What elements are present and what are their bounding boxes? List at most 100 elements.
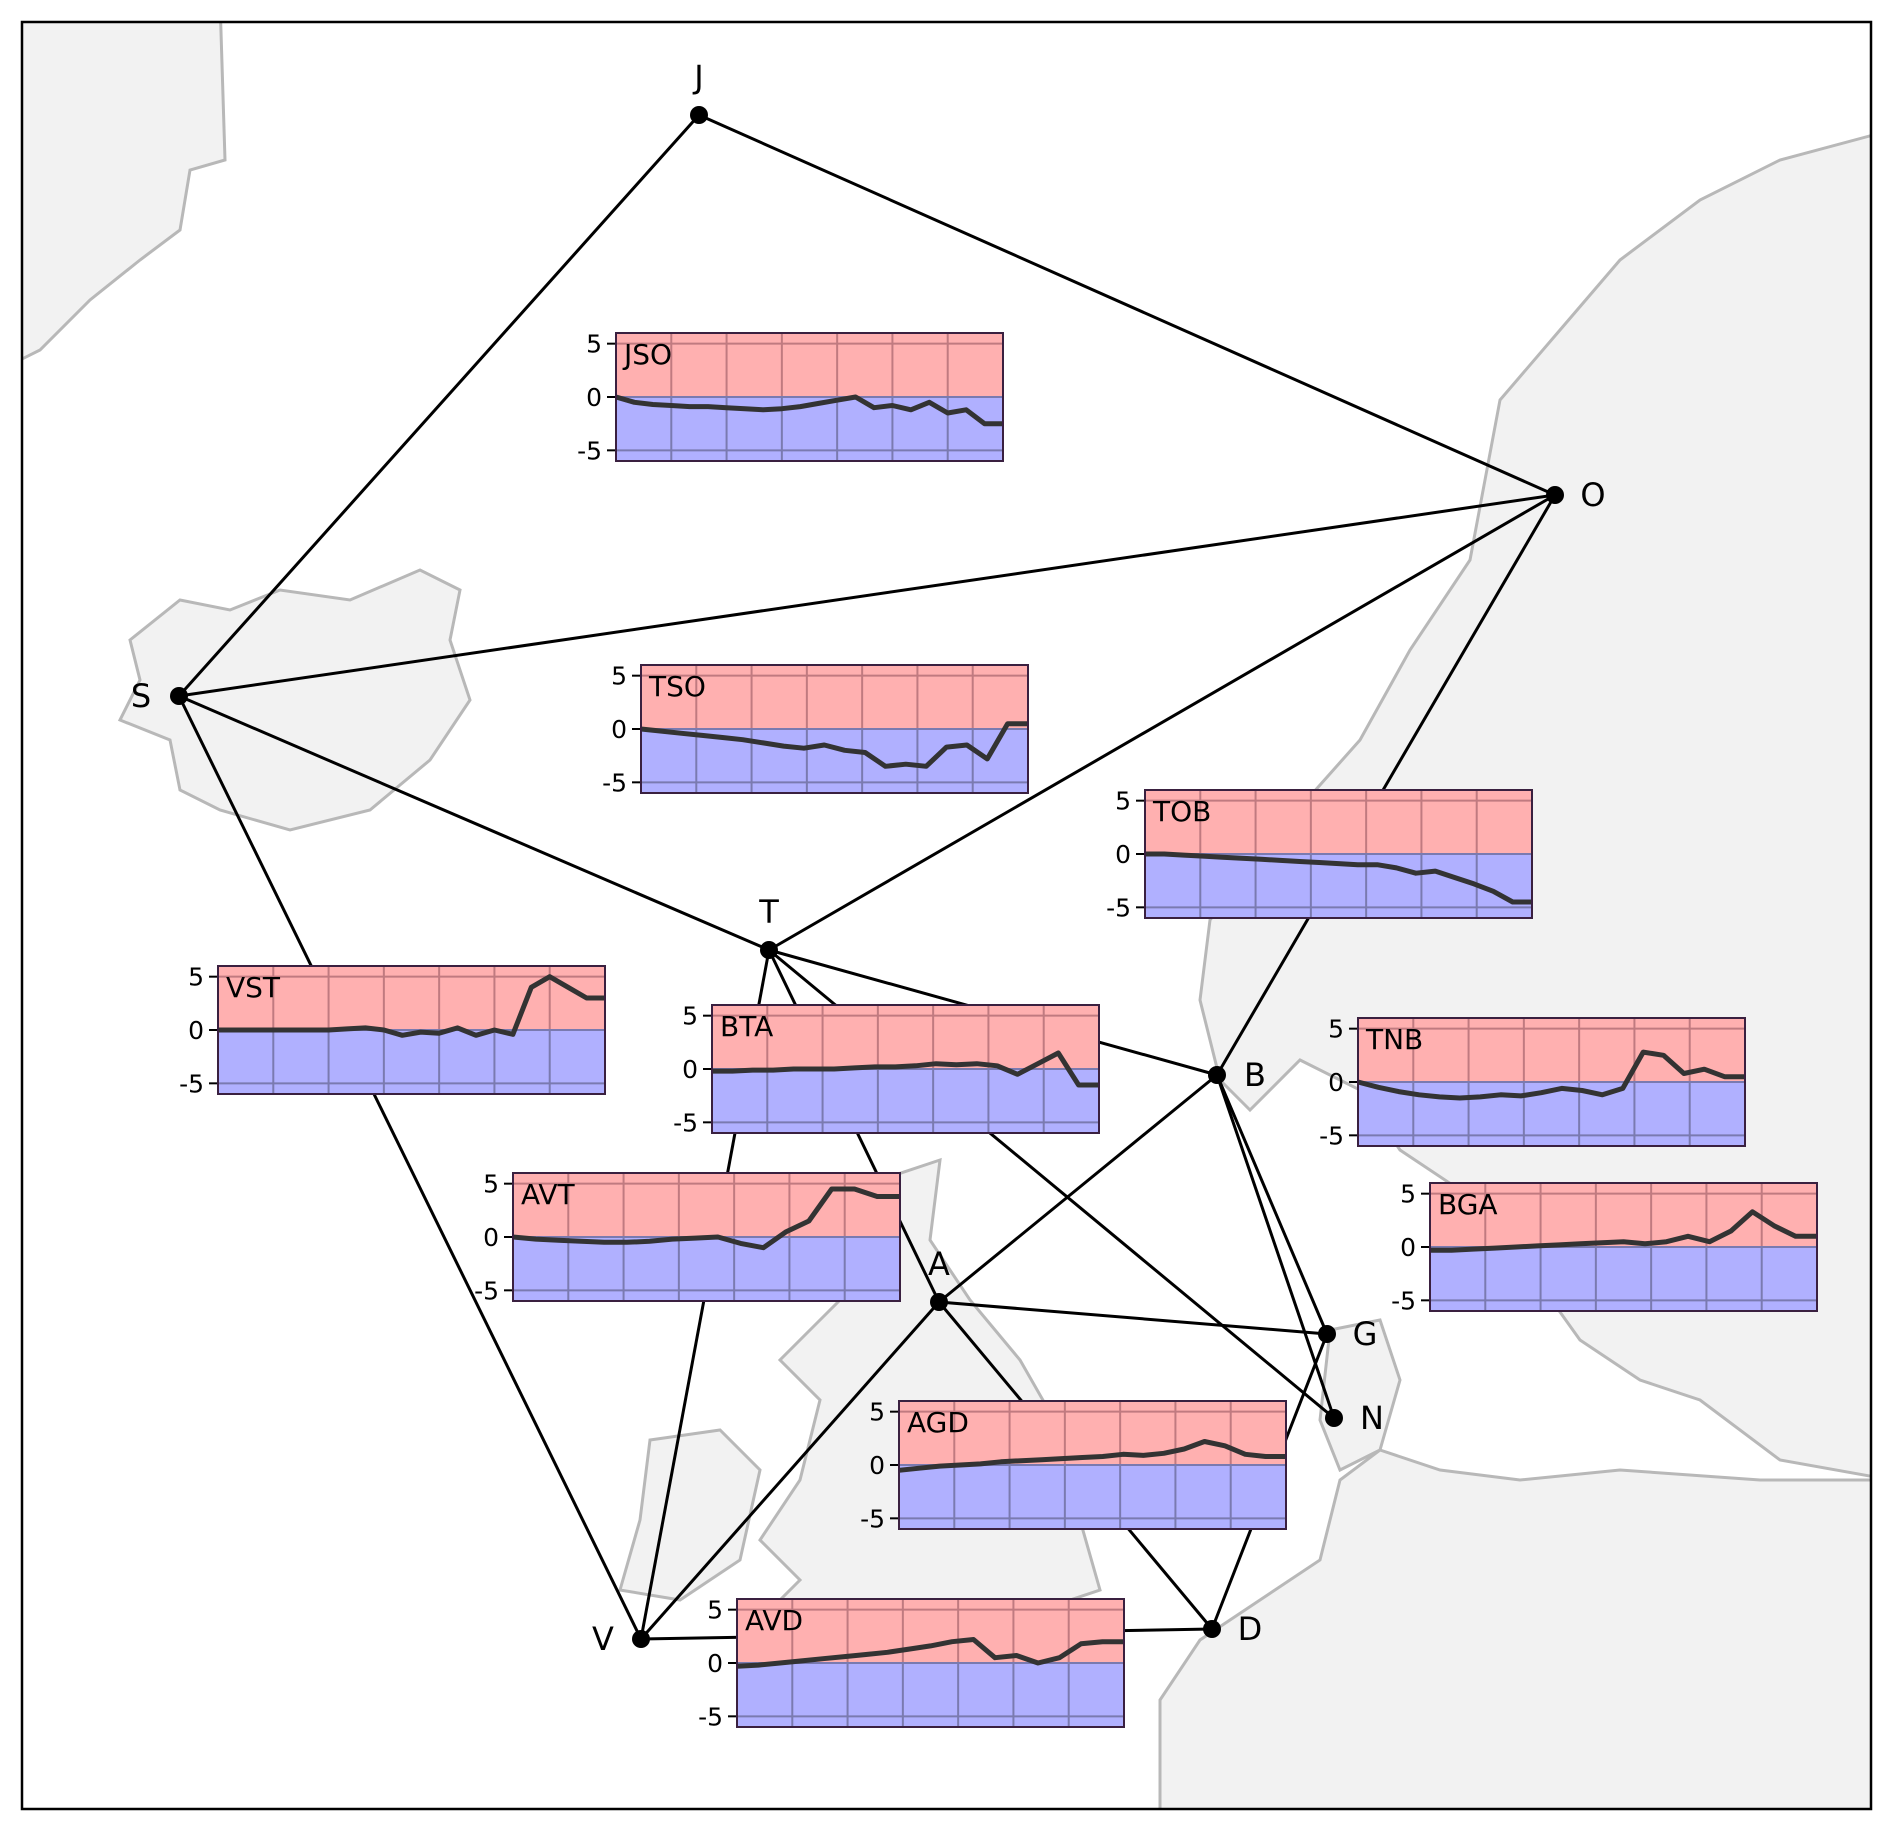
series-line-TOB	[1145, 851, 1532, 905]
inset-frame	[217, 965, 606, 1095]
node-N	[1325, 1409, 1343, 1427]
node-label-D: D	[1238, 1610, 1263, 1648]
node-label-S: S	[131, 677, 151, 715]
inset-frame	[640, 664, 1029, 794]
node-label-G: G	[1353, 1315, 1378, 1353]
inset-label: TNB	[1365, 1023, 1423, 1056]
inset-frame	[736, 1598, 1125, 1728]
y-tick-label: 5	[188, 963, 204, 992]
node-B	[1208, 1066, 1226, 1084]
inset-label: AVD	[745, 1604, 803, 1637]
edge-B-A	[938, 1073, 1218, 1304]
inset-TNB: 5 0 -5 TNB	[1319, 1015, 1746, 1150]
y-tick-label: -5	[474, 1276, 499, 1305]
edge-S-V	[177, 695, 643, 1640]
inset-BGA: 5 0 -5 BGA	[1391, 1180, 1818, 1315]
series-line-AVT	[512, 1186, 900, 1251]
inset-frame	[711, 1004, 1100, 1134]
node-A	[930, 1293, 948, 1311]
y-tick-label: 5	[1400, 1180, 1416, 1209]
y-tick-label: 0	[611, 715, 627, 744]
node-S	[170, 687, 188, 705]
negative-region	[641, 729, 1028, 793]
y-tick-label: -5	[1319, 1121, 1344, 1150]
negative-region	[737, 1663, 1124, 1727]
y-tick-label: 5	[1115, 787, 1131, 816]
y-tick-label: -5	[179, 1069, 204, 1098]
inset-AVT: 5 0 -5 AVT	[474, 1170, 901, 1305]
y-tick-label: 5	[707, 1596, 723, 1625]
edge-B-N	[1215, 1074, 1336, 1419]
series-line-TNB	[1357, 1049, 1745, 1101]
y-tick-label: -5	[1106, 893, 1131, 922]
inset-frame	[512, 1172, 901, 1302]
inset-frame	[1144, 789, 1533, 919]
node-T	[760, 941, 778, 959]
ireland-land	[618, 1428, 762, 1602]
inset-label: TOB	[1152, 795, 1211, 828]
inset-frame	[898, 1400, 1287, 1530]
y-tick-label: 0	[1328, 1068, 1344, 1097]
edge-A-V	[639, 1301, 941, 1640]
inset-label: AGD	[907, 1406, 969, 1439]
y-tick-label: -5	[1391, 1286, 1416, 1315]
inset-label: BGA	[1438, 1188, 1498, 1221]
y-tick-label: 0	[586, 383, 602, 412]
y-tick-label: 5	[869, 1398, 885, 1427]
y-tick-label: 0	[188, 1016, 204, 1045]
inset-label: JSO	[622, 338, 672, 371]
inset-TOB: 5 0 -5 TOB	[1106, 787, 1533, 922]
negative-region	[712, 1069, 1099, 1133]
inset-label: AVT	[521, 1178, 576, 1211]
positive-region	[616, 333, 1003, 397]
y-tick-label: 0	[1115, 840, 1131, 869]
y-tick-label: 0	[1400, 1233, 1416, 1262]
y-tick-label: 5	[611, 662, 627, 691]
y-tick-label: 0	[869, 1451, 885, 1480]
y-tick-label: -5	[698, 1702, 723, 1731]
edge-A-G	[938, 1300, 1328, 1336]
edge-S-O	[178, 493, 1556, 698]
series-line-AVD	[736, 1637, 1124, 1669]
node-J	[690, 106, 708, 124]
negative-region	[1430, 1247, 1817, 1311]
y-tick-label: -5	[577, 436, 602, 465]
series-line-AGD	[898, 1439, 1286, 1473]
inset-AVD: 5 0 -5 AVD	[698, 1596, 1125, 1731]
edge-S-T	[178, 694, 770, 952]
series-line-TSO	[640, 721, 1028, 769]
y-tick-label: 5	[483, 1170, 499, 1199]
y-tick-label: 0	[707, 1649, 723, 1678]
y-tick-label: 0	[682, 1055, 698, 1084]
negative-region	[513, 1237, 900, 1301]
inset-frame	[1357, 1017, 1746, 1147]
negative-region	[899, 1465, 1286, 1529]
edge-J-S	[177, 113, 701, 698]
node-D	[1203, 1620, 1221, 1638]
greenland-land	[22, 22, 227, 361]
edge-T-O	[768, 493, 1556, 952]
y-tick-label: -5	[673, 1108, 698, 1137]
map-frame	[20, 20, 1873, 1811]
edge-J-O	[698, 113, 1556, 497]
y-tick-label: 5	[1328, 1015, 1344, 1044]
y-tick-label: 5	[682, 1002, 698, 1031]
node-label-O: O	[1580, 476, 1605, 514]
denmark-land	[1318, 1318, 1402, 1473]
node-label-N: N	[1360, 1399, 1384, 1437]
node-G	[1318, 1325, 1336, 1343]
y-tick-label: 0	[483, 1223, 499, 1252]
node-label-V: V	[592, 1620, 614, 1658]
inset-frame	[1429, 1182, 1818, 1312]
node-label-A: A	[928, 1245, 950, 1283]
series-line-BTA	[712, 1050, 1099, 1088]
edges-layer	[177, 113, 1557, 1641]
